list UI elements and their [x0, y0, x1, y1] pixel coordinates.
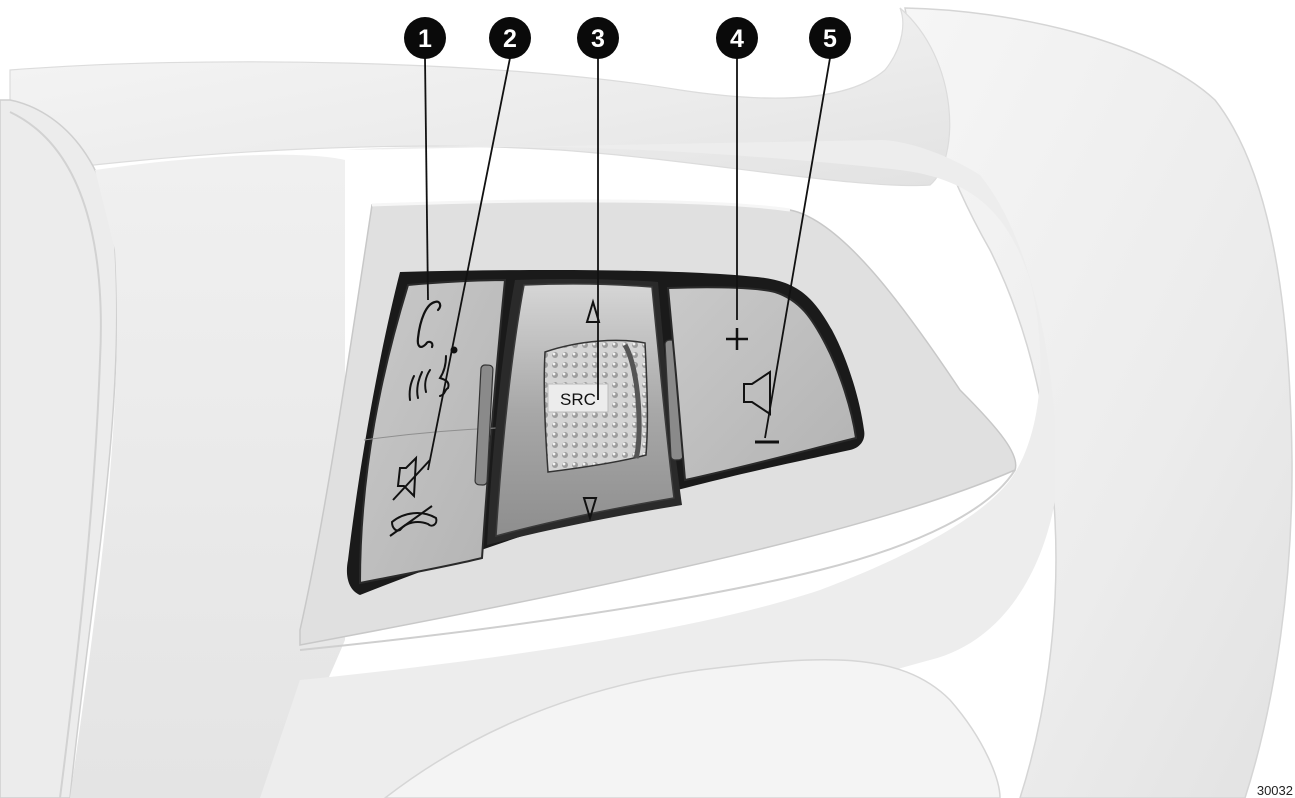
callout-3-number: 3	[591, 25, 605, 53]
leader-1	[424, 57, 429, 301]
figure-number: 30032	[1256, 783, 1293, 798]
spoke	[260, 140, 1055, 798]
voice-icon	[408, 346, 458, 401]
src-thumbwheel: SRC	[543, 339, 649, 473]
src-label: SRC	[560, 390, 596, 409]
up-arrow-icon	[585, 298, 601, 323]
plus-icon	[726, 328, 748, 350]
down-arrow-icon	[582, 497, 598, 522]
callout-2: 2	[489, 17, 531, 59]
lower-opening	[383, 658, 1001, 798]
call-end-icon	[389, 505, 438, 537]
airbag-cover	[0, 99, 118, 798]
left-button	[358, 278, 507, 585]
callout-4-number: 4	[730, 25, 744, 53]
callout-5-number: 5	[823, 25, 837, 53]
leader-5	[764, 57, 831, 439]
callout-leaders	[424, 57, 831, 471]
callout-2-number: 2	[503, 25, 517, 53]
phone-icon	[416, 300, 442, 349]
wheel-rim-top	[9, 7, 951, 187]
mute-icon	[392, 455, 431, 501]
callout-4: 4	[716, 17, 758, 59]
hub-body	[70, 154, 345, 798]
callout-1: 1	[404, 17, 446, 59]
leader-2	[427, 57, 511, 471]
callout-5: 5	[809, 17, 851, 59]
wheel-rim	[904, 7, 1293, 798]
callout-1-number: 1	[418, 25, 432, 53]
callout-3: 3	[577, 17, 619, 59]
right-button	[666, 286, 858, 482]
